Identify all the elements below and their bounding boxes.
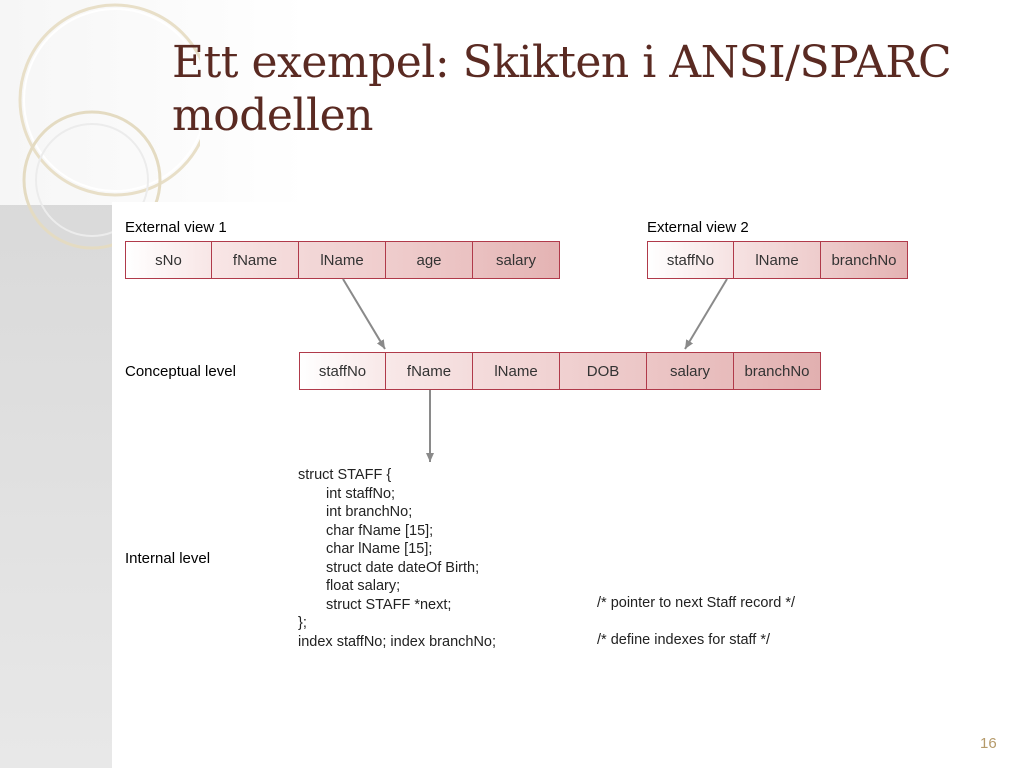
deco-circle-small-inner	[35, 123, 149, 237]
ev1-cell-sno: sNo	[125, 241, 212, 279]
code-line: struct STAFF *next;	[326, 596, 452, 613]
slide-title: Ett exempel: Skikten i ANSI/SPARC modell…	[172, 36, 952, 142]
decorative-circles	[18, 3, 200, 250]
mapping-arrows	[342, 278, 728, 462]
code-line: char fName [15];	[326, 522, 434, 539]
conceptual-level-label: Conceptual level	[125, 363, 236, 380]
deco-circle-small	[22, 110, 162, 250]
code-line: };	[298, 615, 307, 631]
code-line: int branchNo;	[326, 504, 413, 520]
ev2-cell-staffno: staffNo	[647, 241, 734, 279]
code-line: struct date dateOf Birth;	[326, 559, 480, 576]
ev2-cell-lname: lName	[734, 241, 821, 279]
internal-level-label: Internal level	[125, 550, 211, 567]
code-line: struct STAFF {	[298, 467, 392, 483]
code-line: char lName [15];	[326, 541, 433, 557]
conceptual-row: staffNo fName lName DOB salary branchNo	[299, 352, 821, 390]
title-line-2: modellen	[172, 90, 373, 141]
title-line-1: Ett exempel: Skikten i ANSI/SPARC	[172, 37, 952, 88]
ev1-cell-age: age	[386, 241, 473, 279]
code-line: float salary;	[326, 578, 401, 594]
external-view-1-row: sNo fName lName age salary	[125, 241, 560, 279]
comment-indexes: /* define indexes for staff */	[597, 632, 771, 648]
code-line: int staffNo;	[326, 485, 396, 502]
ev1-cell-fname: fName	[212, 241, 299, 279]
con-cell-salary: salary	[647, 352, 734, 390]
external-view-2-label: External view 2	[647, 219, 749, 236]
ev1-cell-salary: salary	[473, 241, 560, 279]
ev1-cell-lname: lName	[299, 241, 386, 279]
con-cell-staffno: staffNo	[299, 352, 386, 390]
ev2-cell-branchno: branchNo	[821, 241, 908, 279]
con-cell-lname: lName	[473, 352, 560, 390]
internal-code-block: struct STAFF { int staffNo; int branchNo…	[298, 466, 496, 651]
external-view-1-label: External view 1	[125, 219, 227, 236]
arrow-ev1-to-conceptual	[342, 278, 386, 350]
comment-next-pointer: /* pointer to next Staff record */	[597, 595, 796, 611]
deco-circle-large	[18, 3, 200, 197]
code-line: index staffNo; index branchNo;	[298, 633, 497, 650]
deco-circle-large-inner	[23, 8, 200, 192]
page-number: 16	[980, 735, 997, 752]
con-cell-branchno: branchNo	[734, 352, 821, 390]
arrow-ev2-to-conceptual	[684, 278, 728, 350]
con-cell-fname: fName	[386, 352, 473, 390]
ansi-sparc-diagram: External view 1 External view 2 sNo fNam…	[112, 202, 1024, 674]
con-cell-dob: DOB	[560, 352, 647, 390]
external-view-2-row: staffNo lName branchNo	[647, 241, 908, 279]
